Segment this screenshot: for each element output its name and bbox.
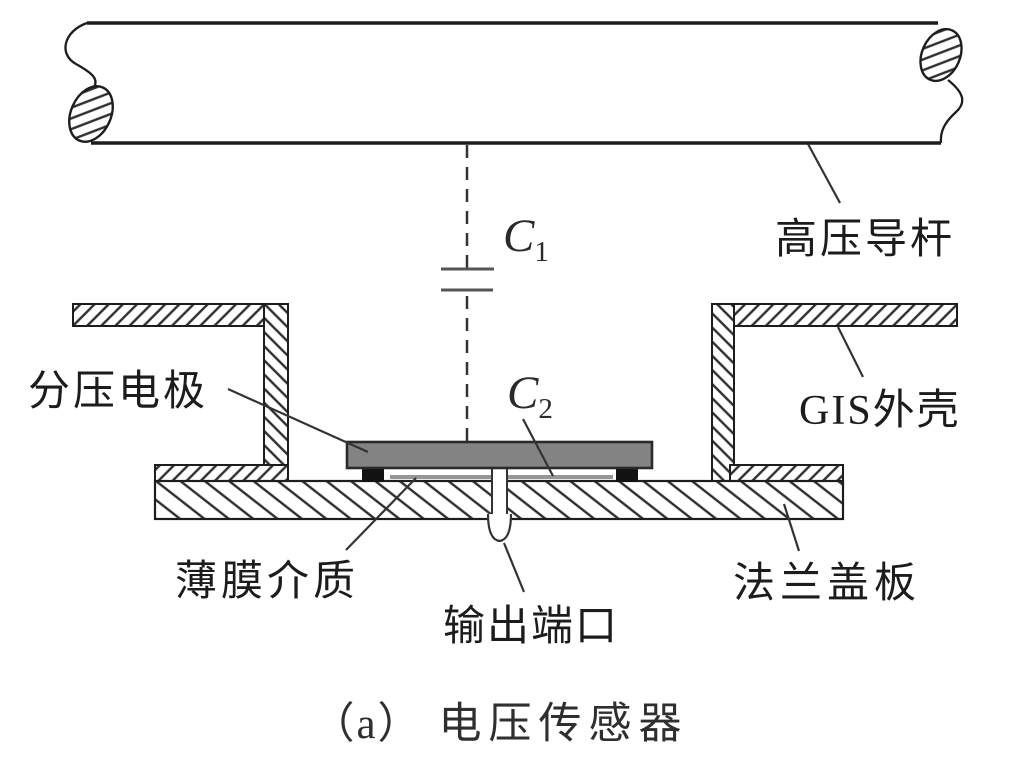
gis-enclosure-right-top-bar — [711, 303, 958, 327]
label-film-dielectric: 薄膜介质 — [175, 559, 360, 605]
output-pin-tip — [486, 513, 513, 543]
leader-film-dielectric — [345, 477, 417, 551]
leader-c2 — [522, 418, 554, 477]
label-c2: C2 — [507, 366, 553, 426]
c1-subscript: 1 — [534, 236, 549, 268]
label-c1: C1 — [503, 209, 549, 269]
label-output-port: 输出端口 — [443, 604, 620, 650]
divider-electrode — [345, 440, 654, 470]
gis-enclosure-right-wall — [711, 303, 735, 482]
electrode-foot-left — [362, 468, 384, 482]
electrode-foot-right — [616, 468, 638, 482]
caption-title: 电压传感器 — [438, 701, 689, 748]
flange-step-right — [729, 464, 844, 483]
flange-step-left — [154, 464, 289, 483]
label-gis-shell: GIS外壳 — [799, 388, 961, 434]
label-divider-electrode: 分压电极 — [28, 369, 209, 415]
leader-divider-electrode — [227, 387, 369, 454]
label-flange-plate: 法兰盖板 — [733, 561, 922, 607]
gis-enclosure-left-wall — [263, 303, 289, 482]
label-high-voltage-rod: 高压导杆 — [775, 217, 956, 263]
output-pin-slot — [492, 469, 507, 519]
leader-output-port — [502, 542, 526, 593]
rod-break-curve-right — [939, 79, 964, 144]
caption-index: （a） — [311, 701, 423, 748]
c1-symbol: C — [503, 210, 535, 262]
rod-break-ellipse-left — [68, 85, 114, 143]
gis-enclosure-left-top-bar — [72, 303, 289, 327]
c2-symbol: C — [507, 367, 539, 419]
leader-flange-plate — [782, 503, 801, 552]
rod-break-curve-left — [64, 21, 97, 90]
leader-high-voltage-rod — [807, 143, 841, 204]
leader-gis-shell — [837, 326, 864, 378]
c2-subscript: 2 — [538, 393, 553, 425]
figure-caption: （a） 电压传感器 — [311, 689, 688, 751]
rod-break-ellipse-right — [919, 27, 963, 83]
